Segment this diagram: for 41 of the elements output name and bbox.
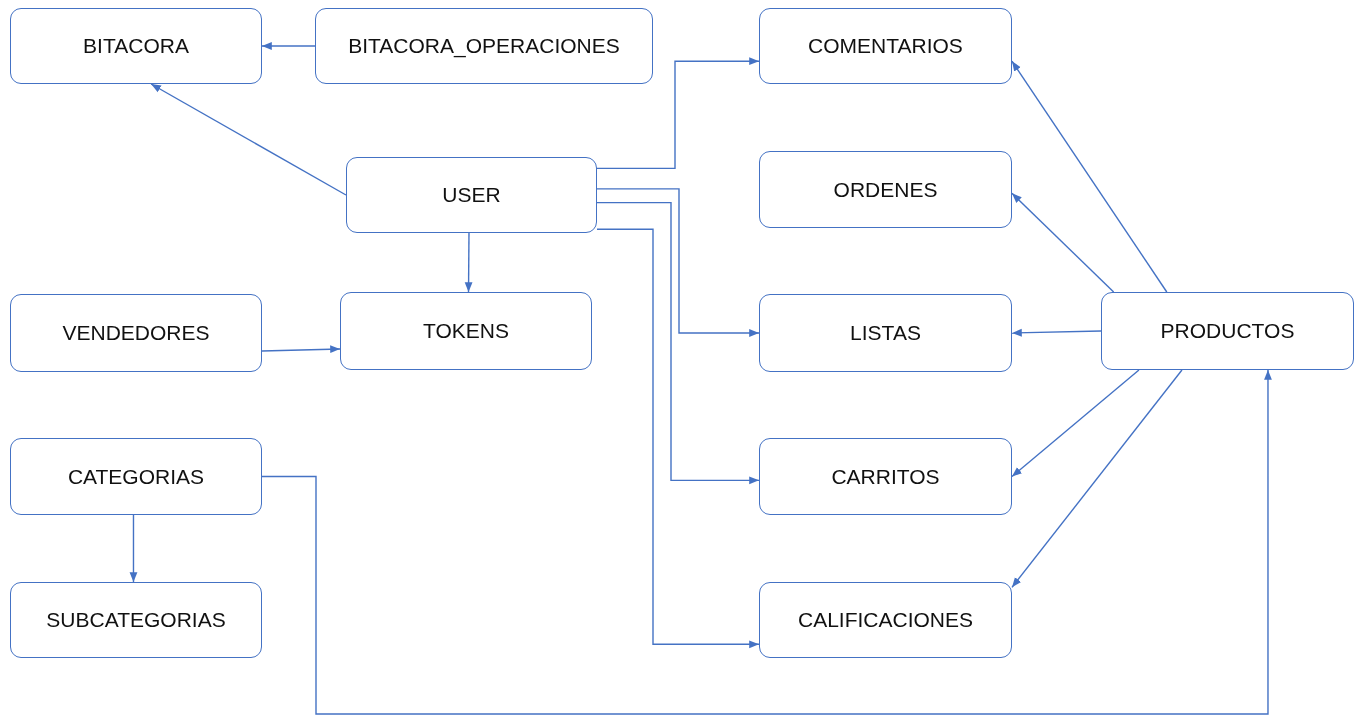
entity-box bbox=[10, 582, 262, 658]
arrow bbox=[596, 57, 760, 170]
entity-name: BITACORA bbox=[83, 34, 189, 58]
arrow bbox=[1011, 369, 1183, 589]
arrow bbox=[261, 42, 316, 50]
entity-box bbox=[10, 8, 262, 84]
entity-name: PRODUCTOS bbox=[1160, 319, 1295, 343]
entity-box bbox=[759, 582, 1012, 658]
arrow bbox=[1011, 192, 1115, 293]
entity-box bbox=[759, 294, 1012, 372]
entity-box bbox=[759, 151, 1012, 228]
entity-box bbox=[346, 157, 597, 233]
entity-name: BITACORA_OPERACIONES bbox=[348, 34, 620, 58]
arrow bbox=[150, 83, 347, 196]
entity-box bbox=[759, 438, 1012, 515]
entity-name: CATEGORIAS bbox=[67, 464, 205, 489]
entity-box bbox=[340, 292, 592, 370]
arrow bbox=[596, 188, 760, 337]
entity-name: TOKENS bbox=[423, 319, 509, 343]
entity-box bbox=[1101, 292, 1354, 370]
entity-name: VENDEDORES bbox=[62, 321, 210, 345]
entity-name: SUBCATEGORIAS bbox=[46, 608, 226, 632]
arrow bbox=[261, 345, 341, 354]
entity-name: USER bbox=[442, 183, 501, 207]
entity-box bbox=[10, 438, 262, 515]
arrow bbox=[1011, 60, 1168, 293]
arrow bbox=[261, 369, 1272, 715]
arrow bbox=[129, 514, 138, 583]
entity-box bbox=[315, 8, 653, 84]
entity-box bbox=[10, 294, 262, 372]
entity-name: LISTAS bbox=[850, 321, 921, 345]
arrow bbox=[1011, 328, 1102, 337]
entity-box bbox=[759, 8, 1012, 84]
entity-name: COMENTARIOS bbox=[808, 34, 963, 58]
entity-name: ORDENES bbox=[833, 177, 938, 202]
entity-name: CALIFICACIONES bbox=[797, 608, 973, 632]
arrow bbox=[596, 201, 760, 485]
entity-name: CARRITOS bbox=[831, 464, 940, 489]
arrow bbox=[1011, 369, 1140, 478]
arrow bbox=[464, 232, 473, 293]
arrow bbox=[596, 228, 760, 649]
